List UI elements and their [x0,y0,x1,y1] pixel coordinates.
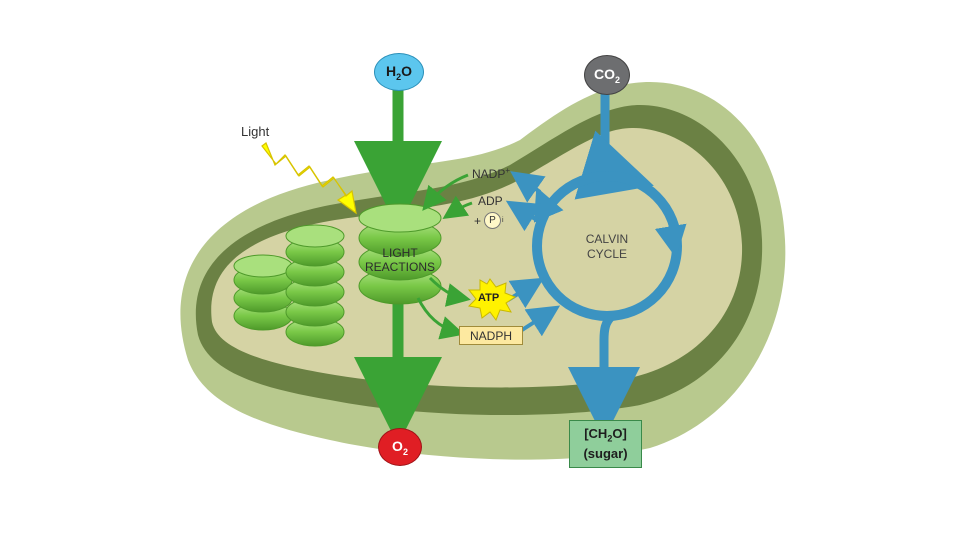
granum-stack-middle [285,224,345,347]
light-label: Light [241,124,270,139]
phosphate-letter: P [489,215,496,226]
atp-burst [467,278,517,322]
nadph-box: NADPH [459,326,523,345]
co2-bubble: CO2 [584,55,630,95]
plus-sign: + [474,213,482,228]
calvin-cycle-ring-arrow-1 [654,209,687,258]
calvin-line2: CYCLE [586,247,627,261]
sugar-label: (sugar) [583,446,628,462]
oxygen-formula: O2 [392,437,408,457]
light-reactions-label: LIGHT REACTIONS [359,246,441,274]
nadph-to-calvin-arrow [520,305,561,337]
sugar-formula: [CH2O] [584,425,627,444]
nadp-sup: + [505,166,511,175]
light-reactions-line1: LIGHT [382,246,418,260]
granum-stack-small [233,254,293,331]
water-bubble: H2O [374,53,424,91]
phosphate-label: + P i [474,212,504,229]
atp-label: ATP [478,292,500,304]
adp-label: ADP [478,194,503,208]
phosphate-icon: P [484,212,502,229]
light-to-nadph-arrow [416,297,465,340]
nadp-to-light-arrow [422,173,469,211]
sugar-output-arrow [568,312,640,439]
light-to-atp-arrow [428,276,471,307]
calvin-to-nadp-arrow [510,171,546,203]
co2-formula: CO2 [593,65,620,85]
sugar-box: [CH2O] (sugar) [569,420,642,468]
calvin-cycle-label: CALVIN CYCLE [572,232,642,262]
phosphate-sub: i [502,217,504,224]
nadp-label: NADP+ [472,166,510,181]
oxygen-bubble: O2 [378,428,422,466]
calvin-line1: CALVIN [585,232,629,246]
water-formula: H2O [385,62,413,82]
nadp-text: NADP [472,167,506,181]
adp-to-light-arrow [442,195,473,219]
light-reactions-line2: REACTIONS [364,260,435,274]
calvin-to-adp-arrow [505,200,542,232]
granum-stack-light-reactions [358,203,442,305]
